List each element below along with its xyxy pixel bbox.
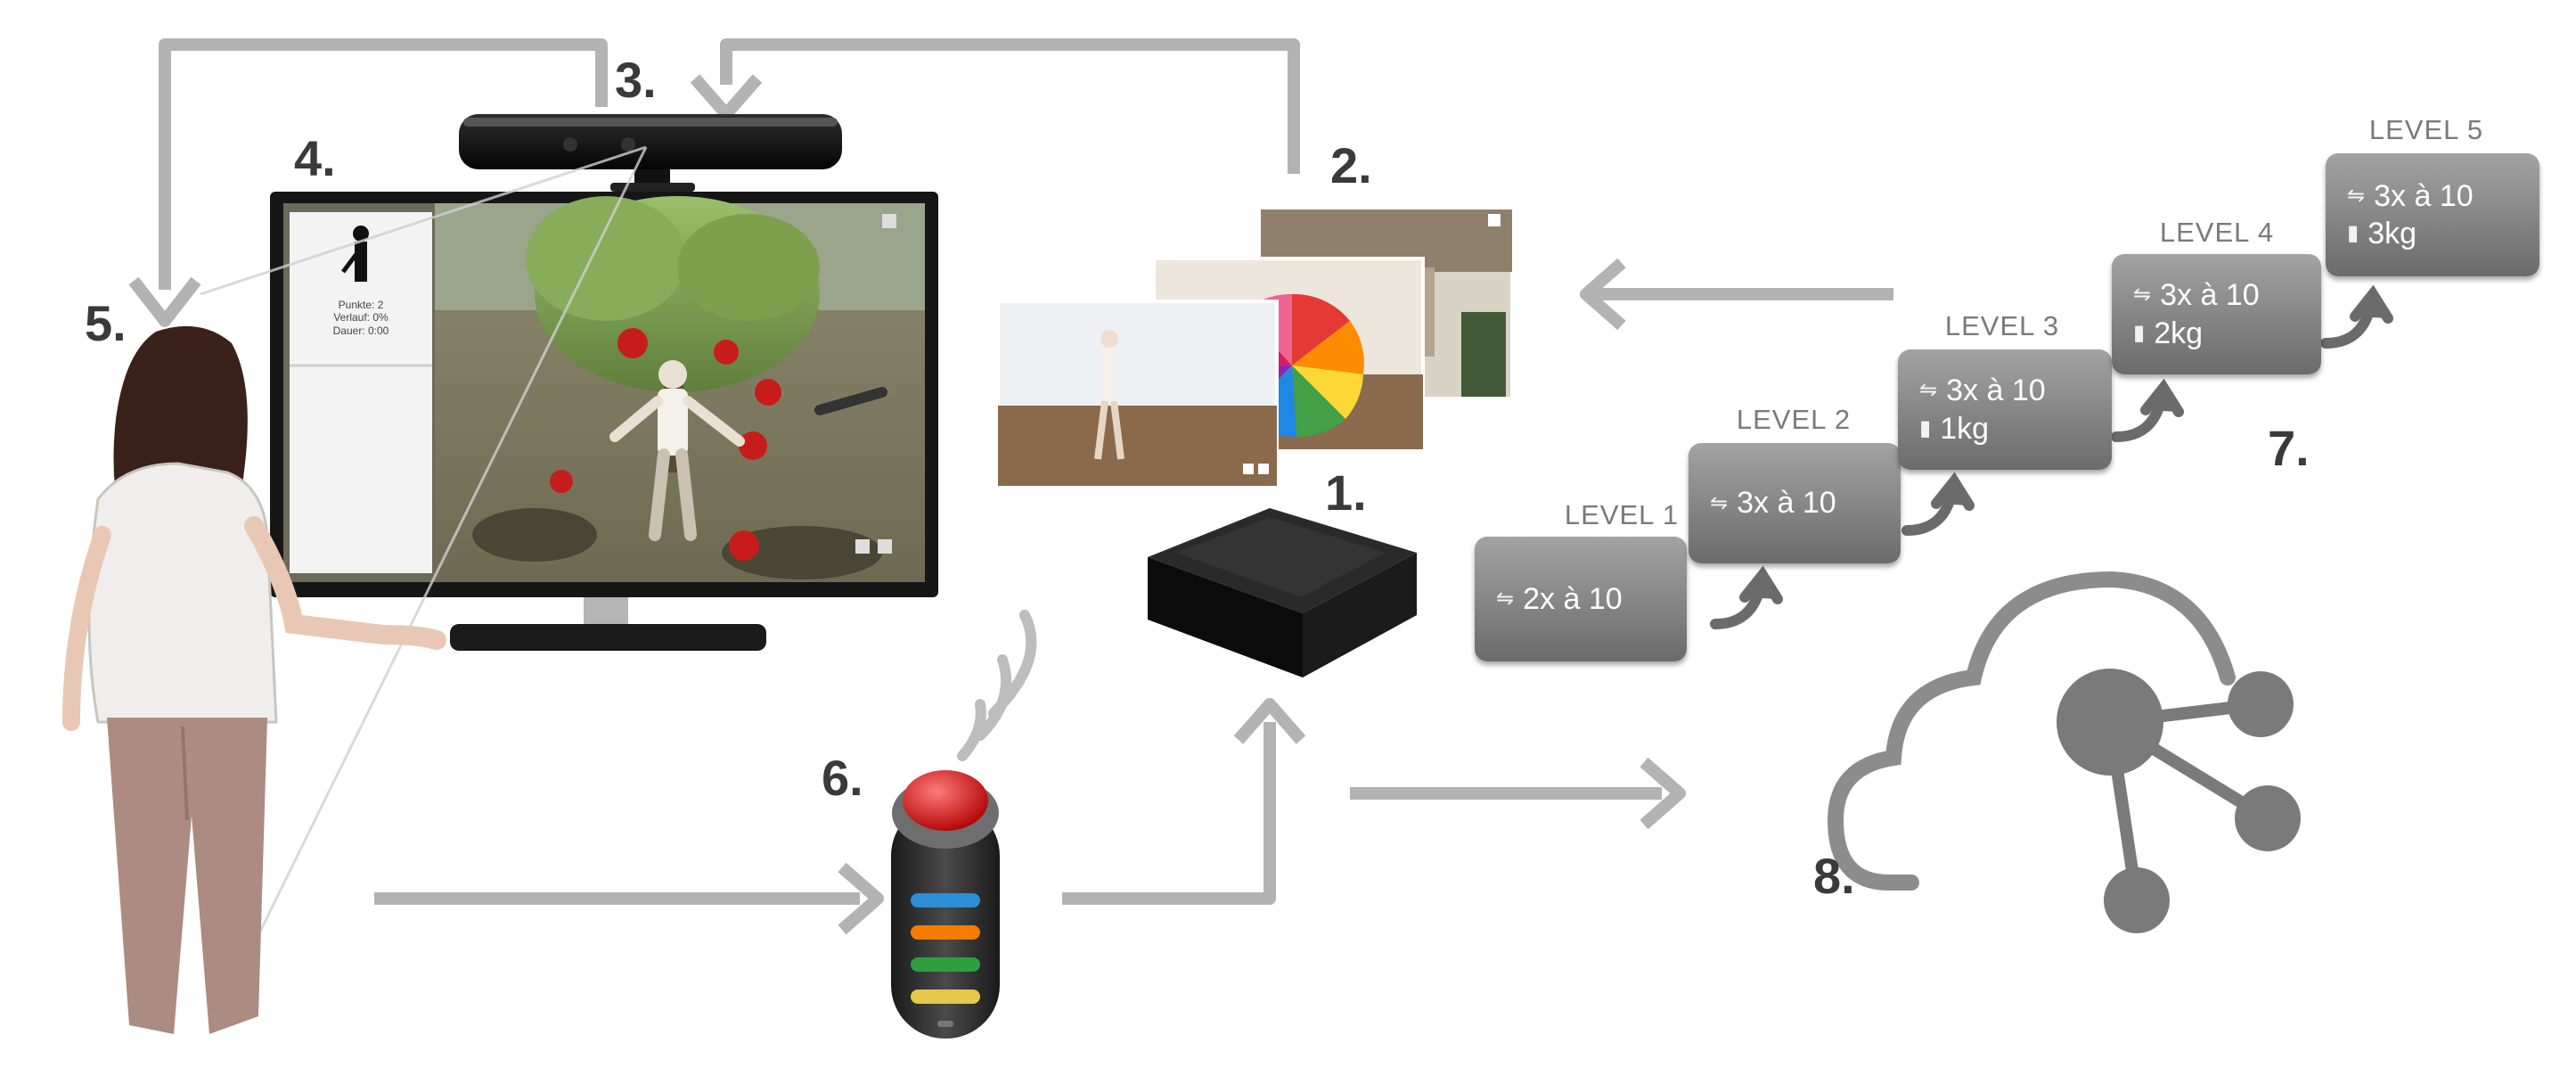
repeat-icon: ⇋ <box>1919 378 1938 403</box>
step-number-6: 6. <box>822 750 863 806</box>
level-2-box: ⇋ 3x à 10 <box>1689 443 1901 563</box>
level-4-reps: 3x à 10 <box>2160 278 2260 312</box>
level-3-label: LEVEL 3 <box>1944 310 2060 341</box>
cloud-network-icon <box>1827 571 2301 933</box>
level-2-label: LEVEL 2 <box>1736 404 1852 435</box>
level-4-label: LEVEL 4 <box>2159 217 2275 248</box>
level-2-reps: 3x à 10 <box>1737 486 1836 521</box>
level-5-label: LEVEL 5 <box>2368 114 2484 145</box>
arrow-screens-to-sensor <box>720 38 1300 174</box>
level-4-box: ⇋ 3x à 10 ▮ 2kg <box>2112 254 2321 374</box>
level-1-box: ⇋ 2x à 10 <box>1475 537 1687 661</box>
kinect-sensor-icon <box>459 114 842 192</box>
repeat-icon: ⇋ <box>1496 587 1515 611</box>
arrow-sensor-to-user <box>159 38 608 290</box>
level-3-reps: 3x à 10 <box>1946 374 2046 407</box>
step-number-3: 3. <box>615 52 657 108</box>
repeat-icon: ⇋ <box>1710 490 1729 515</box>
step-number-7: 7. <box>2268 420 2310 476</box>
step-number-1: 1. <box>1325 464 1367 521</box>
level-1-reps: 2x à 10 <box>1523 581 1623 616</box>
tv-monitor <box>270 192 938 651</box>
game-screenshots <box>996 208 1514 488</box>
screen-stats: Punkte: 2 Verlauf: 0% Dauer: 0:00 <box>294 299 428 337</box>
arrow-controller-to-console <box>1062 722 1276 905</box>
stat-duration: Dauer: 0:00 <box>332 324 389 337</box>
level-1-label: LEVEL 1 <box>1564 499 1680 530</box>
level-5-reps: 3x à 10 <box>2374 178 2474 213</box>
weight-icon: ▮ <box>1919 415 1932 440</box>
level-5-box: ⇋ 3x à 10 ▮ 3kg <box>2326 153 2539 276</box>
buzzer-controller-icon <box>891 610 1037 1039</box>
console-box-icon <box>1148 508 1417 678</box>
level-connectors <box>1710 284 2393 629</box>
level-3-weight: 1kg <box>1940 411 1990 446</box>
level-4-weight: 2kg <box>2154 316 2204 350</box>
step-number-4: 4. <box>294 130 336 186</box>
stat-progress: Verlauf: 0% <box>333 311 388 324</box>
weight-icon: ▮ <box>2133 320 2146 345</box>
level-5-weight: 3kg <box>2367 217 2417 250</box>
woman-user-icon <box>62 325 446 1034</box>
sensor-projection <box>200 145 648 999</box>
repeat-icon: ⇋ <box>2347 183 2366 208</box>
stat-points: Punkte: 2 <box>338 299 384 311</box>
step-number-2: 2. <box>1330 137 1372 193</box>
step-number-8: 8. <box>1813 848 1855 904</box>
flow-arrows <box>128 38 1893 935</box>
step-number-5: 5. <box>85 295 127 351</box>
level-3-box: ⇋ 3x à 10 ▮ 1kg <box>1898 349 2112 470</box>
weight-icon: ▮ <box>2347 221 2359 246</box>
repeat-icon: ⇋ <box>2133 283 2152 308</box>
